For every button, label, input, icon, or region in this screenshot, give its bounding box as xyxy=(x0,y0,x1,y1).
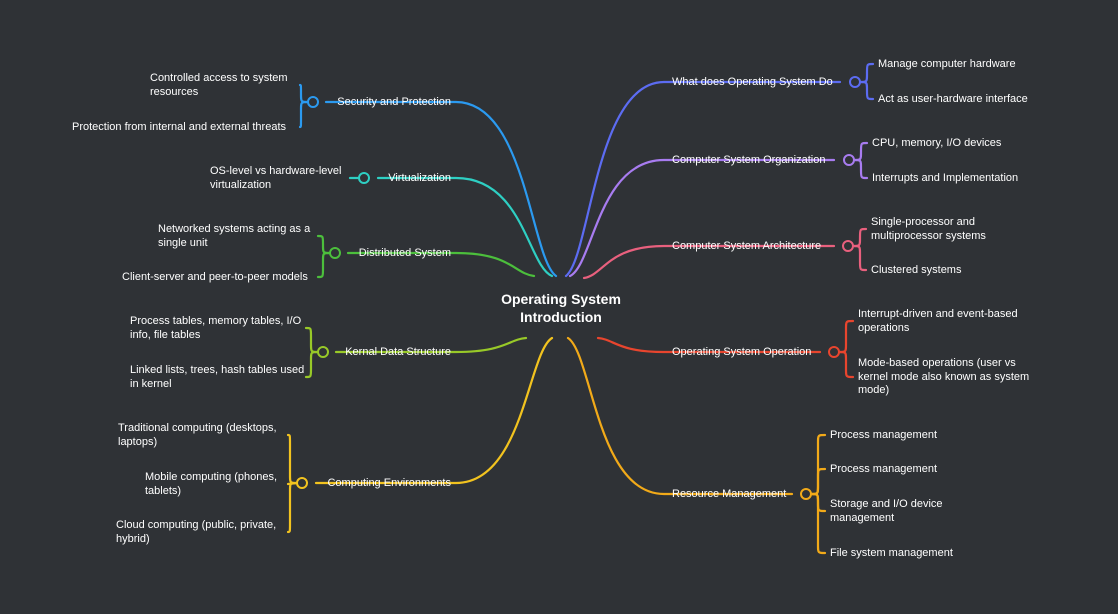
branch-kernal-data-structure[interactable]: Kernal Data Structure xyxy=(345,346,451,358)
connector-right-1 xyxy=(568,158,836,278)
root-topic[interactable]: Operating System Introduction xyxy=(501,291,621,325)
leaf-connector-left-0-1 xyxy=(298,100,310,129)
connector-left-1 xyxy=(376,176,554,278)
branch-node-left-0[interactable] xyxy=(307,96,319,108)
leaf-cpu-memory-io[interactable]: CPU, memory, I/O devices xyxy=(872,137,1002,149)
leaf-storage-io[interactable]: Storage and I/O device management xyxy=(830,498,943,524)
branch-node-right-2[interactable] xyxy=(842,240,854,252)
leaf-connector-right-0-1 xyxy=(858,80,875,101)
branch-distributed-system[interactable]: Distributed System xyxy=(358,247,451,259)
leaf-connector-right-4-3 xyxy=(809,492,827,555)
leaf-connector-right-1-0 xyxy=(852,141,869,162)
leaf-client-server-p2p[interactable]: Client-server and peer-to-peer models xyxy=(122,271,308,283)
branch-computer-system-organization[interactable]: Computer System Organization xyxy=(672,154,826,166)
leaf-single-multi-processor[interactable]: Single-processor and multiprocessor syst… xyxy=(871,216,986,242)
connector-left-4 xyxy=(314,336,554,485)
branch-node-right-0[interactable] xyxy=(849,76,861,88)
connector-right-3 xyxy=(596,336,822,354)
leaf-interrupt-driven[interactable]: Interrupt-driven and event-based operati… xyxy=(858,308,1018,334)
branch-node-right-4[interactable] xyxy=(800,488,812,500)
leaf-connector-left-2-0 xyxy=(316,234,332,255)
branch-node-right-1[interactable] xyxy=(843,154,855,166)
leaf-linked-lists[interactable]: Linked lists, trees, hash tables used in… xyxy=(130,364,305,390)
connector-left-3 xyxy=(334,336,528,354)
leaf-connector-left-3-0 xyxy=(304,326,320,354)
connector-right-4 xyxy=(566,336,794,496)
connector-right-0 xyxy=(564,80,842,278)
leaf-connector-right-0-0 xyxy=(858,62,875,84)
leaf-networked-systems[interactable]: Networked systems acting as a single uni… xyxy=(158,223,311,249)
branch-node-left-2[interactable] xyxy=(329,247,341,259)
branch-computer-system-architecture[interactable]: Computer System Architecture xyxy=(672,240,822,252)
branch-resource-management[interactable]: Resource Management xyxy=(672,488,787,500)
branch-security-protection[interactable]: Security and Protection xyxy=(337,96,451,108)
leaf-connector-right-3-0 xyxy=(837,319,855,354)
branch-virtualization[interactable]: Virtualization xyxy=(388,172,451,184)
leaf-process-management-1[interactable]: Process management xyxy=(830,429,937,441)
branch-computing-environments[interactable]: Computing Environments xyxy=(327,477,451,489)
branch-node-left-3[interactable] xyxy=(317,346,329,358)
branch-what-os-does[interactable]: What does Operating System Do xyxy=(672,76,833,88)
leaf-connector-left-2-1 xyxy=(316,251,332,279)
leaf-connector-right-2-1 xyxy=(851,244,868,272)
branch-node-left-1[interactable] xyxy=(358,172,370,184)
leaf-connector-right-4-1 xyxy=(809,467,827,496)
connector-left-0 xyxy=(324,100,558,278)
connector-right-2 xyxy=(582,244,836,280)
leaf-protection-threats[interactable]: Protection from internal and external th… xyxy=(72,121,287,133)
branch-node-right-3[interactable] xyxy=(828,346,840,358)
leaf-connector-right-1-1 xyxy=(852,158,869,180)
leaf-controlled-access[interactable]: Controlled access to system resources xyxy=(150,72,288,98)
leaf-cloud-computing[interactable]: Cloud computing (public, private, hybrid… xyxy=(116,519,277,545)
leaf-traditional-computing[interactable]: Traditional computing (desktops, laptops… xyxy=(118,422,277,448)
leaf-os-vs-hardware-virtualization[interactable]: OS-level vs hardware-level virtualizatio… xyxy=(210,165,342,191)
connector-left-2 xyxy=(346,251,536,278)
branch-os-operation[interactable]: Operating System Operation xyxy=(672,346,812,358)
leaf-connector-right-2-0 xyxy=(851,227,868,248)
leaf-interrupts-implementation[interactable]: Interrupts and Implementation xyxy=(872,172,1019,184)
leaf-file-system[interactable]: File system management xyxy=(830,547,953,559)
leaf-connector-left-3-1 xyxy=(304,350,320,379)
leaf-connector-left-4-2 xyxy=(286,481,299,534)
leaf-connector-left-0-0 xyxy=(298,83,310,104)
leaf-mode-based[interactable]: Mode-based operations (user vs kernel mo… xyxy=(858,357,1030,396)
leaf-manage-hardware[interactable]: Manage computer hardware xyxy=(878,58,1016,70)
leaf-clustered-systems[interactable]: Clustered systems xyxy=(871,264,962,276)
branch-node-left-4[interactable] xyxy=(296,477,308,489)
leaf-connector-right-3-1 xyxy=(837,350,855,379)
leaf-process-management-2[interactable]: Process management xyxy=(830,463,937,475)
leaf-mobile-computing[interactable]: Mobile computing (phones, tablets) xyxy=(145,471,278,497)
leaf-process-tables[interactable]: Process tables, memory tables, I/O info,… xyxy=(130,315,302,341)
leaf-user-hardware-interface[interactable]: Act as user-hardware interface xyxy=(878,93,1028,105)
